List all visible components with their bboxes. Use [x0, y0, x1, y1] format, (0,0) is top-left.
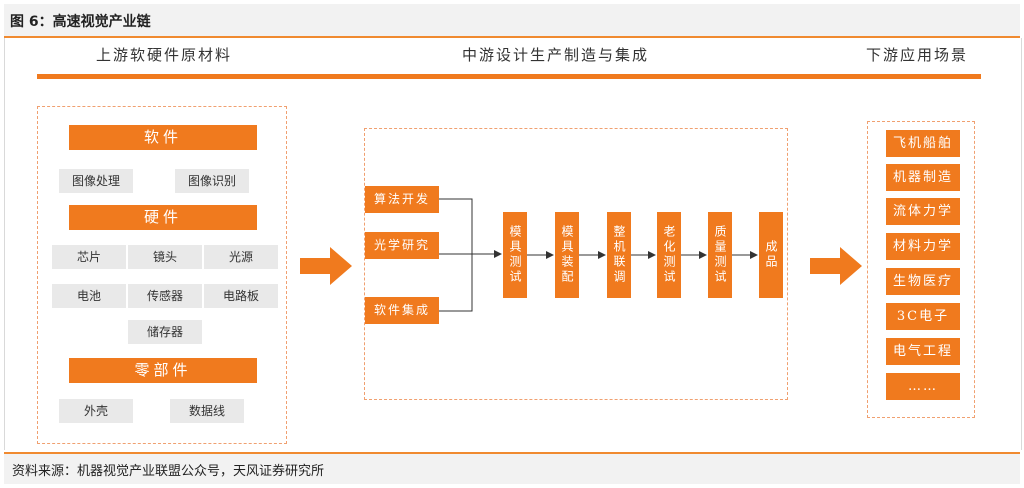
midstream-panel: [364, 128, 788, 400]
app-aircraft-ships: 飞机船舶: [886, 130, 960, 157]
footer-bar: 资料来源：机器视觉产业联盟公众号，天风证券研究所: [4, 452, 1020, 484]
step-system-debug-label: 整机联调: [612, 225, 626, 285]
figure-title: 图 6：高速视觉产业链: [10, 14, 151, 30]
parts-item-data-cable: 数据线: [170, 399, 244, 423]
app-biomedical: 生物医疗: [886, 268, 960, 295]
software-header: 软件: [69, 125, 257, 150]
hardware-item-sensor: 传感器: [128, 284, 202, 308]
hardware-item-light-source: 光源: [204, 245, 278, 269]
upstream-panel: [37, 106, 287, 444]
hardware-item-lens: 镜头: [128, 245, 202, 269]
hardware-item-circuit-board: 电路板: [204, 284, 278, 308]
connector-input-3: [439, 254, 473, 312]
section-midstream: 中游设计生产制造与集成: [462, 46, 650, 64]
app-material-mechanics: 材料力学: [886, 233, 960, 260]
hardware-item-storage: 储存器: [128, 320, 202, 344]
figure-frame: [4, 38, 1022, 450]
parts-item-shell: 外壳: [59, 399, 133, 423]
connector-input-1: [439, 198, 473, 254]
source-note: 资料来源：机器视觉产业联盟公众号，天风证券研究所: [12, 464, 325, 479]
hardware-item-battery: 电池: [52, 284, 126, 308]
big-arrow-right: [810, 247, 862, 285]
title-bar: 图 6：高速视觉产业链: [4, 4, 1020, 38]
input-software-integration: 软件集成: [365, 297, 439, 324]
input-optics-research: 光学研究: [365, 232, 439, 259]
app-3c-electronics: 3C电子: [886, 303, 960, 330]
app-more: ……: [886, 373, 960, 400]
section-downstream: 下游应用场景: [866, 46, 969, 64]
step-mold-assembly-label: 模具装配: [560, 225, 574, 285]
app-fluid-mechanics: 流体力学: [886, 198, 960, 225]
hardware-item-chip: 芯片: [52, 245, 126, 269]
step-mold-test: 模具测试: [503, 212, 527, 298]
header-divider-line: [37, 74, 981, 79]
app-machine-manufacturing: 机器制造: [886, 164, 960, 191]
step-system-debug: 整机联调: [607, 212, 631, 298]
step-finished-product-label: 成品: [764, 240, 778, 270]
hardware-header: 硬件: [69, 205, 257, 230]
step-aging-test-label: 老化测试: [662, 225, 676, 285]
step-mold-test-label: 模具测试: [508, 225, 522, 285]
software-item-image-recognition: 图像识别: [175, 169, 249, 193]
big-arrow-left: [300, 247, 352, 285]
step-finished-product: 成品: [759, 212, 783, 298]
step-aging-test: 老化测试: [657, 212, 681, 298]
step-quality-test: 质量测试: [708, 212, 732, 298]
parts-header: 零部件: [69, 358, 257, 383]
input-algorithm-dev: 算法开发: [365, 186, 439, 213]
downstream-panel: [867, 121, 975, 418]
section-upstream: 上游软硬件原材料: [96, 46, 233, 64]
step-quality-test-label: 质量测试: [713, 225, 727, 285]
step-mold-assembly: 模具装配: [555, 212, 579, 298]
app-electrical-engineering: 电气工程: [886, 338, 960, 365]
software-item-image-processing: 图像处理: [59, 169, 133, 193]
